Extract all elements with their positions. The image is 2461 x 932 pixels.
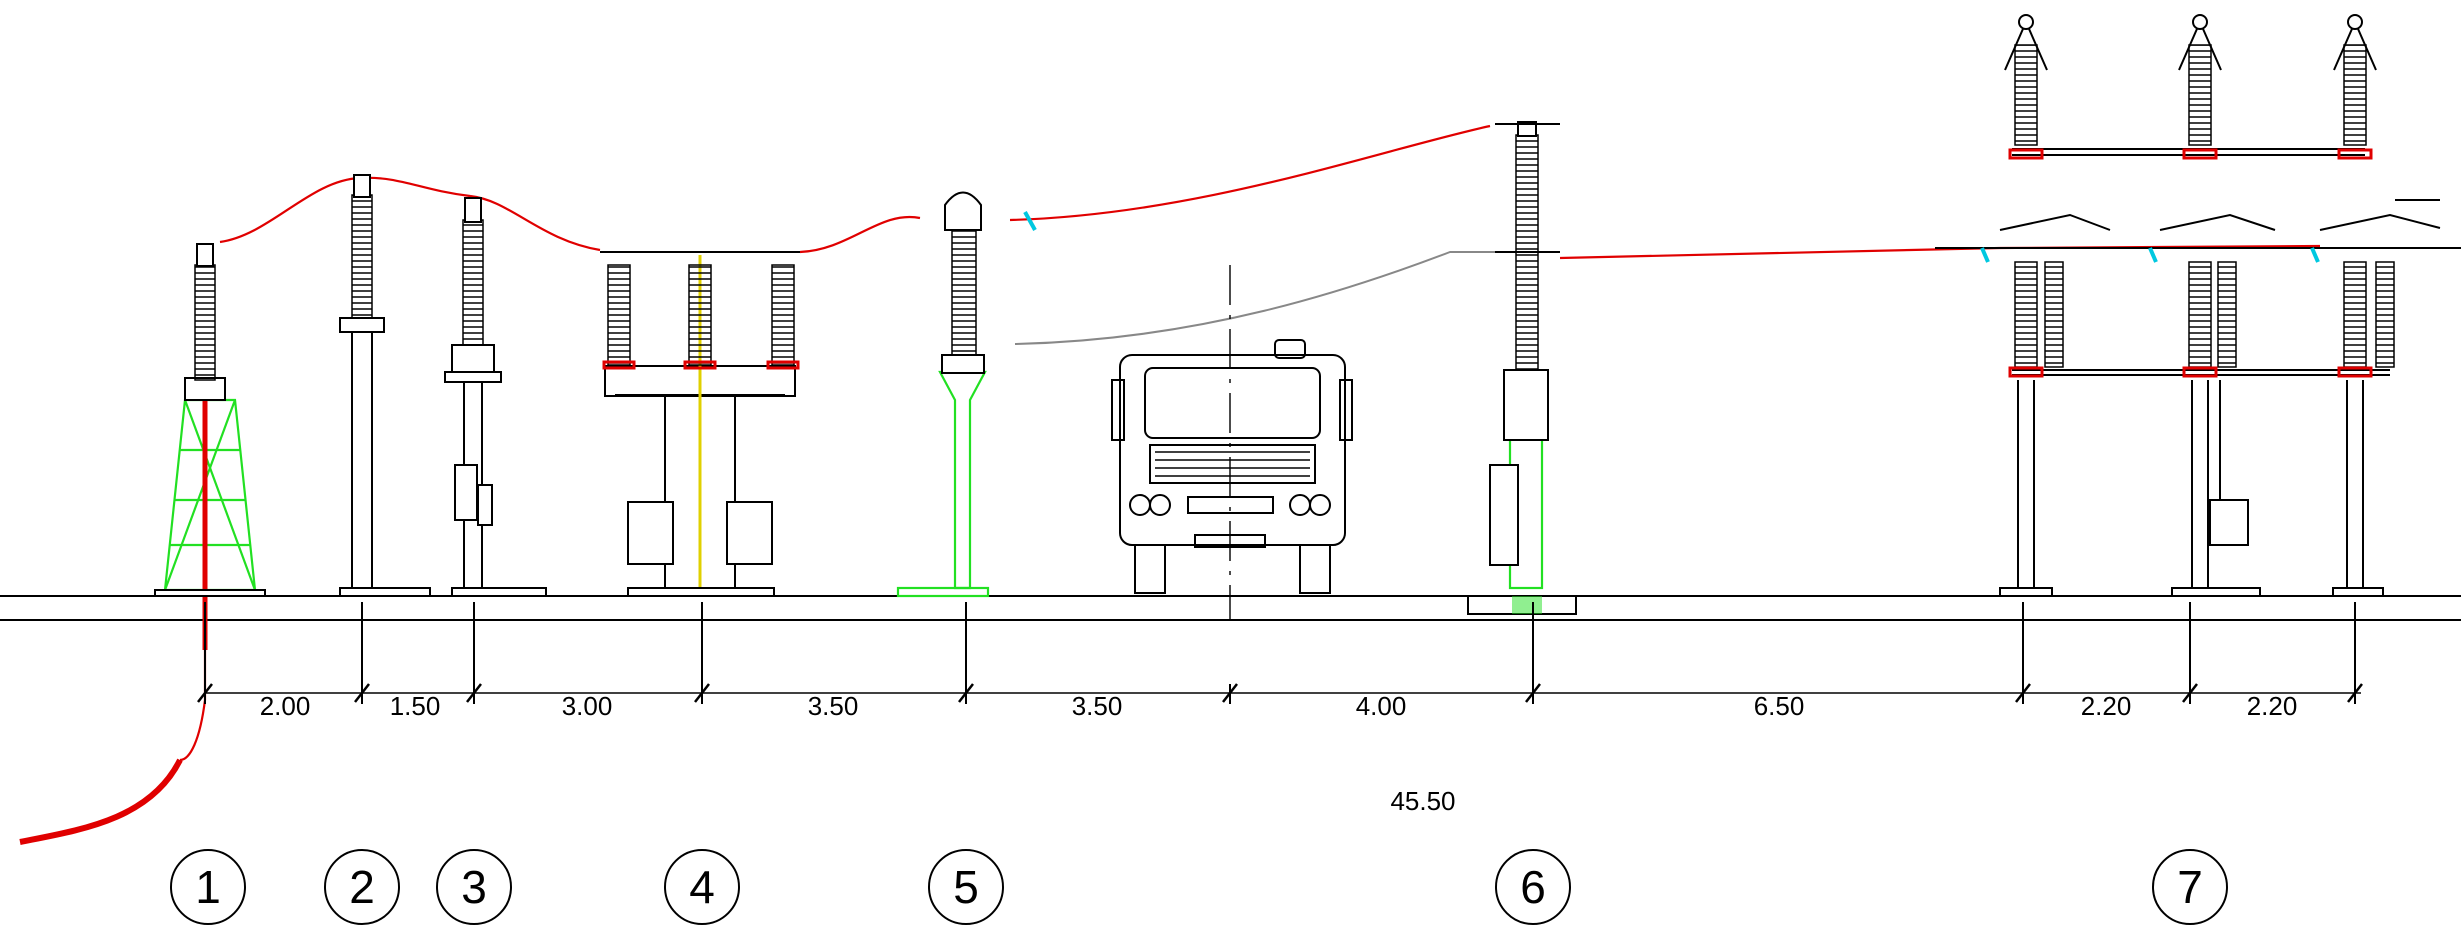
equipment-number-7: 7 xyxy=(2152,849,2228,925)
dimension-label: 1.50 xyxy=(390,691,441,721)
dimension-tick xyxy=(2182,683,2198,703)
truck-front-view xyxy=(1111,265,1353,620)
equipment-number-3: 3 xyxy=(436,849,512,925)
dimension-tick xyxy=(694,683,710,703)
dimension-label: 2.20 xyxy=(2247,691,2298,721)
equipment-number-6: 6 xyxy=(1495,849,1571,925)
equipment-number-1: 1 xyxy=(170,849,246,925)
equipment-number-4: 4 xyxy=(664,849,740,925)
dimension-tick xyxy=(2347,683,2363,703)
svg-text:7: 7 xyxy=(2177,861,2203,913)
dimension-labels: 2.00 1.50 3.00 3.50 3.50 4.00 6.50 2.20 … xyxy=(260,691,2298,721)
svg-text:3: 3 xyxy=(461,861,487,913)
dimension-label: 3.00 xyxy=(562,691,613,721)
equipment-7-disconnector-structure xyxy=(1935,14,2461,597)
equipment-number-markers: 1 2 3 4 5 6 7 xyxy=(170,849,2228,925)
dimension-tick xyxy=(1222,683,1238,703)
equipment-5-current-transformer xyxy=(896,191,1037,598)
equipment-number-2: 2 xyxy=(324,849,400,925)
dimension-tick xyxy=(466,683,482,703)
dimension-tick xyxy=(2015,683,2031,703)
phase-c xyxy=(2310,14,2441,597)
svg-text:5: 5 xyxy=(953,861,979,913)
dimension-label: 4.00 xyxy=(1356,691,1407,721)
equipment-4-circuit-breaker xyxy=(600,251,800,597)
svg-text:1: 1 xyxy=(195,861,221,913)
dimension-tick xyxy=(197,683,213,703)
dimension-tick xyxy=(958,683,974,703)
equipment-number-5: 5 xyxy=(928,849,1004,925)
equipment-3-instrument-transformer xyxy=(444,197,547,597)
svg-text:6: 6 xyxy=(1520,861,1546,913)
dimension-label: 6.50 xyxy=(1754,691,1805,721)
equipment-2-post-insulator xyxy=(339,174,431,597)
dimension-tick xyxy=(354,683,370,703)
svg-text:2: 2 xyxy=(349,861,375,913)
dimension-label: 3.50 xyxy=(808,691,859,721)
dimension-line xyxy=(197,602,2363,704)
dimension-label: 2.00 xyxy=(260,691,311,721)
dimension-label: 3.50 xyxy=(1072,691,1123,721)
phase-b xyxy=(2148,14,2276,597)
svg-text:4: 4 xyxy=(689,861,715,913)
overhead-conductor xyxy=(219,124,2321,345)
equipment-6-surge-arrester xyxy=(1467,121,1577,615)
incoming-cable xyxy=(19,650,207,845)
dimension-label: 2.20 xyxy=(2081,691,2132,721)
total-length-label: 45.50 xyxy=(1390,786,1455,816)
phase-a xyxy=(1980,14,2111,597)
dimension-tick xyxy=(1525,683,1541,703)
equipment-1-lattice-tower xyxy=(154,243,266,650)
